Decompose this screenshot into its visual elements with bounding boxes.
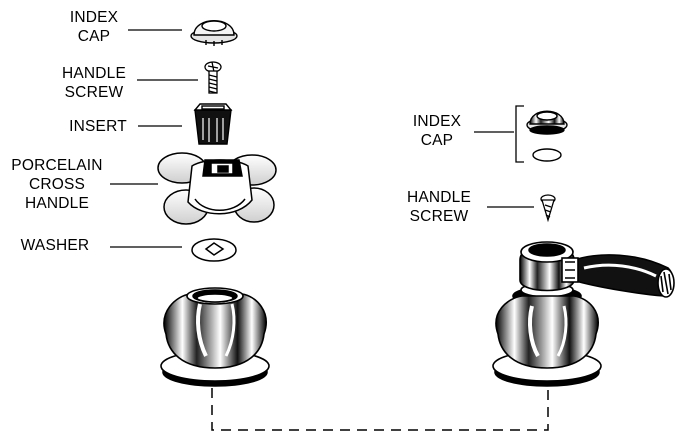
label-line: WASHER (20, 237, 90, 254)
label-line: CAP (77, 28, 111, 45)
label-washer-left: WASHER (8, 236, 102, 255)
escutcheon-right-part (492, 295, 602, 387)
bracket-index-cap-right (515, 105, 524, 163)
index-cap-right-part (526, 110, 568, 162)
porcelain-cross-handle-part (157, 152, 277, 225)
dashed-connector (211, 388, 549, 431)
label-line: CROSS (28, 176, 86, 193)
label-line: CAP (420, 132, 454, 149)
label-line: HANDLE (406, 189, 472, 206)
leader-lines (110, 29, 534, 248)
insert-left-part (193, 103, 233, 145)
handle-screw-right-part (540, 194, 556, 223)
label-line: SCREW (64, 84, 124, 101)
label-line: HANDLE (61, 65, 127, 82)
label-insert-left: INSERT (58, 117, 138, 136)
label-porcelain-cross-handle: PORCELAIN CROSS HANDLE (2, 156, 112, 213)
label-line: HANDLE (24, 195, 90, 212)
label-line: INDEX (412, 113, 462, 130)
label-line: PORCELAIN (11, 157, 103, 174)
label-index-cap-right: INDEX CAP (402, 112, 472, 150)
label-index-cap-left: INDEX CAP (64, 8, 124, 46)
label-line: SCREW (409, 208, 469, 225)
lever-handle-part (512, 241, 675, 306)
index-cap-left-part (190, 20, 238, 46)
label-line: INDEX (69, 9, 119, 26)
escutcheon-left-part (160, 287, 270, 387)
washer-left-part (191, 238, 237, 262)
label-handle-screw-right: HANDLE SCREW (394, 188, 484, 226)
label-line: INSERT (69, 118, 127, 135)
handle-screw-left-part (204, 61, 222, 94)
label-handle-screw-left: HANDLE SCREW (54, 64, 134, 102)
